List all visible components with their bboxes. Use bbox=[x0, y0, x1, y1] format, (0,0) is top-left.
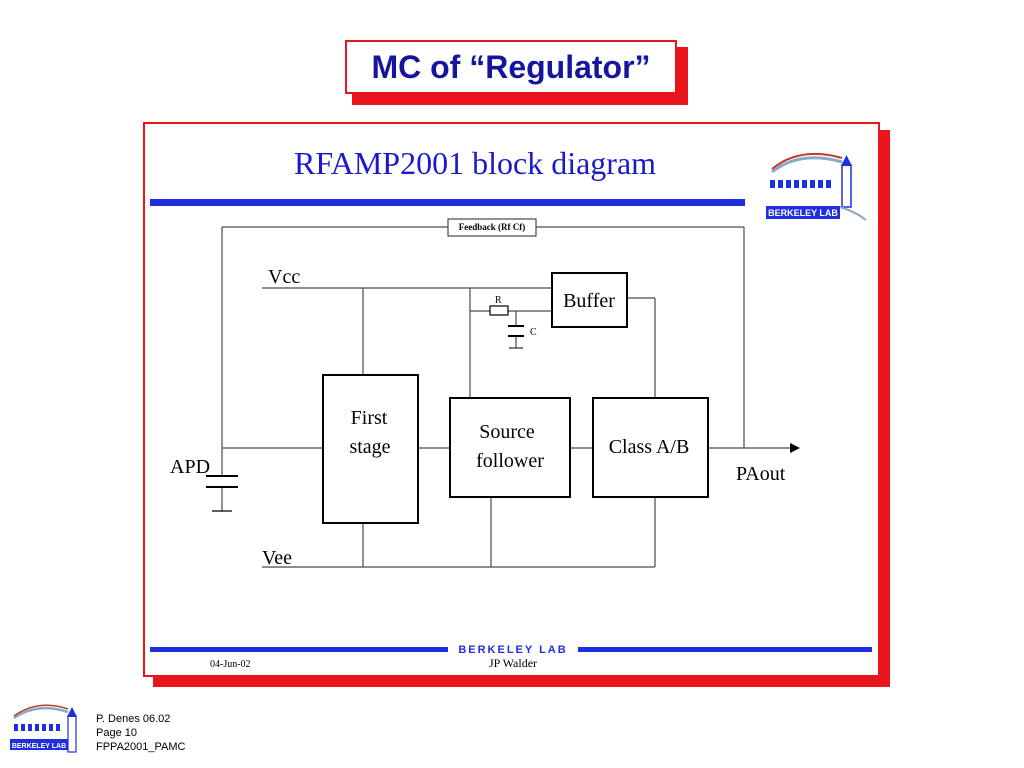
page-logo-banner-text: BERKELEY LAB bbox=[12, 743, 66, 750]
footer-rule-right bbox=[578, 647, 872, 652]
footer-author-date: P. Denes 06.02 bbox=[96, 713, 171, 725]
first-stage-label-line1: First bbox=[351, 407, 388, 429]
slide-title: MC of “Regulator” bbox=[345, 40, 677, 94]
capacitor-label: C bbox=[530, 327, 537, 338]
footer-lab-banner: BERKELEY LAB bbox=[458, 644, 567, 656]
wires bbox=[221, 226, 790, 568]
vcc-label: Vcc bbox=[268, 266, 300, 288]
source-follower-block: Source follower bbox=[449, 397, 571, 498]
logo-tower-icon bbox=[841, 164, 852, 208]
footer-rule-left bbox=[150, 647, 448, 652]
capacitor: C bbox=[508, 325, 537, 349]
page-logo-tower-icon bbox=[67, 715, 77, 753]
vee-label: Vee bbox=[262, 547, 292, 569]
footer-date: 04-Jun-02 bbox=[210, 659, 251, 670]
page-logo-banner bbox=[10, 739, 68, 750]
paout-label: PAout bbox=[736, 463, 786, 485]
page-logo: BERKELEY LAB bbox=[10, 704, 77, 753]
footer-page-number: Page 10 bbox=[96, 727, 137, 739]
logo-banner bbox=[766, 206, 840, 219]
logo-arc-icon bbox=[771, 156, 843, 174]
title-rule bbox=[150, 199, 745, 206]
first-stage-block: First stage bbox=[322, 374, 419, 524]
feedback-label: Feedback (Rf Cf) bbox=[459, 222, 526, 232]
class-ab-block: Class A/B bbox=[592, 397, 709, 498]
footer-doc-id: FPPA2001_PAMC bbox=[96, 741, 186, 753]
source-follower-label-line2: follower bbox=[476, 450, 544, 472]
buffer-label: Buffer bbox=[563, 290, 615, 312]
resistor-label: R bbox=[495, 295, 502, 306]
source-follower-label-line1: Source bbox=[479, 421, 535, 443]
footer-author: JP Walder bbox=[489, 656, 537, 670]
output-arrow-icon bbox=[790, 443, 800, 453]
page-logo-windows-icon bbox=[14, 724, 60, 731]
class-ab-label: Class A/B bbox=[609, 436, 690, 458]
buffer-block: Buffer bbox=[551, 272, 628, 328]
resistor-icon bbox=[489, 305, 509, 316]
page-footer: P. Denes 06.02 Page 10 FPPA2001_PAMC bbox=[96, 712, 185, 754]
resistor: R bbox=[489, 295, 509, 316]
berkeley-lab-logo: BERKELEY LAB bbox=[766, 152, 867, 221]
page-logo-arc-icon bbox=[13, 706, 69, 720]
diagram-title: RFAMP2001 block diagram bbox=[294, 145, 656, 181]
logo-windows-icon bbox=[770, 180, 831, 188]
feedback-block: Feedback (Rf Cf) bbox=[447, 218, 537, 237]
slide-title-text: MC of “Regulator” bbox=[371, 48, 651, 85]
apd-diode bbox=[206, 475, 238, 512]
panel-footer: BERKELEY LAB 04-Jun-02 JP Walder bbox=[150, 644, 872, 670]
first-stage-label-line2: stage bbox=[349, 436, 390, 458]
logo-banner-text: BERKELEY LAB bbox=[768, 208, 838, 218]
apd-label: APD bbox=[170, 456, 210, 478]
